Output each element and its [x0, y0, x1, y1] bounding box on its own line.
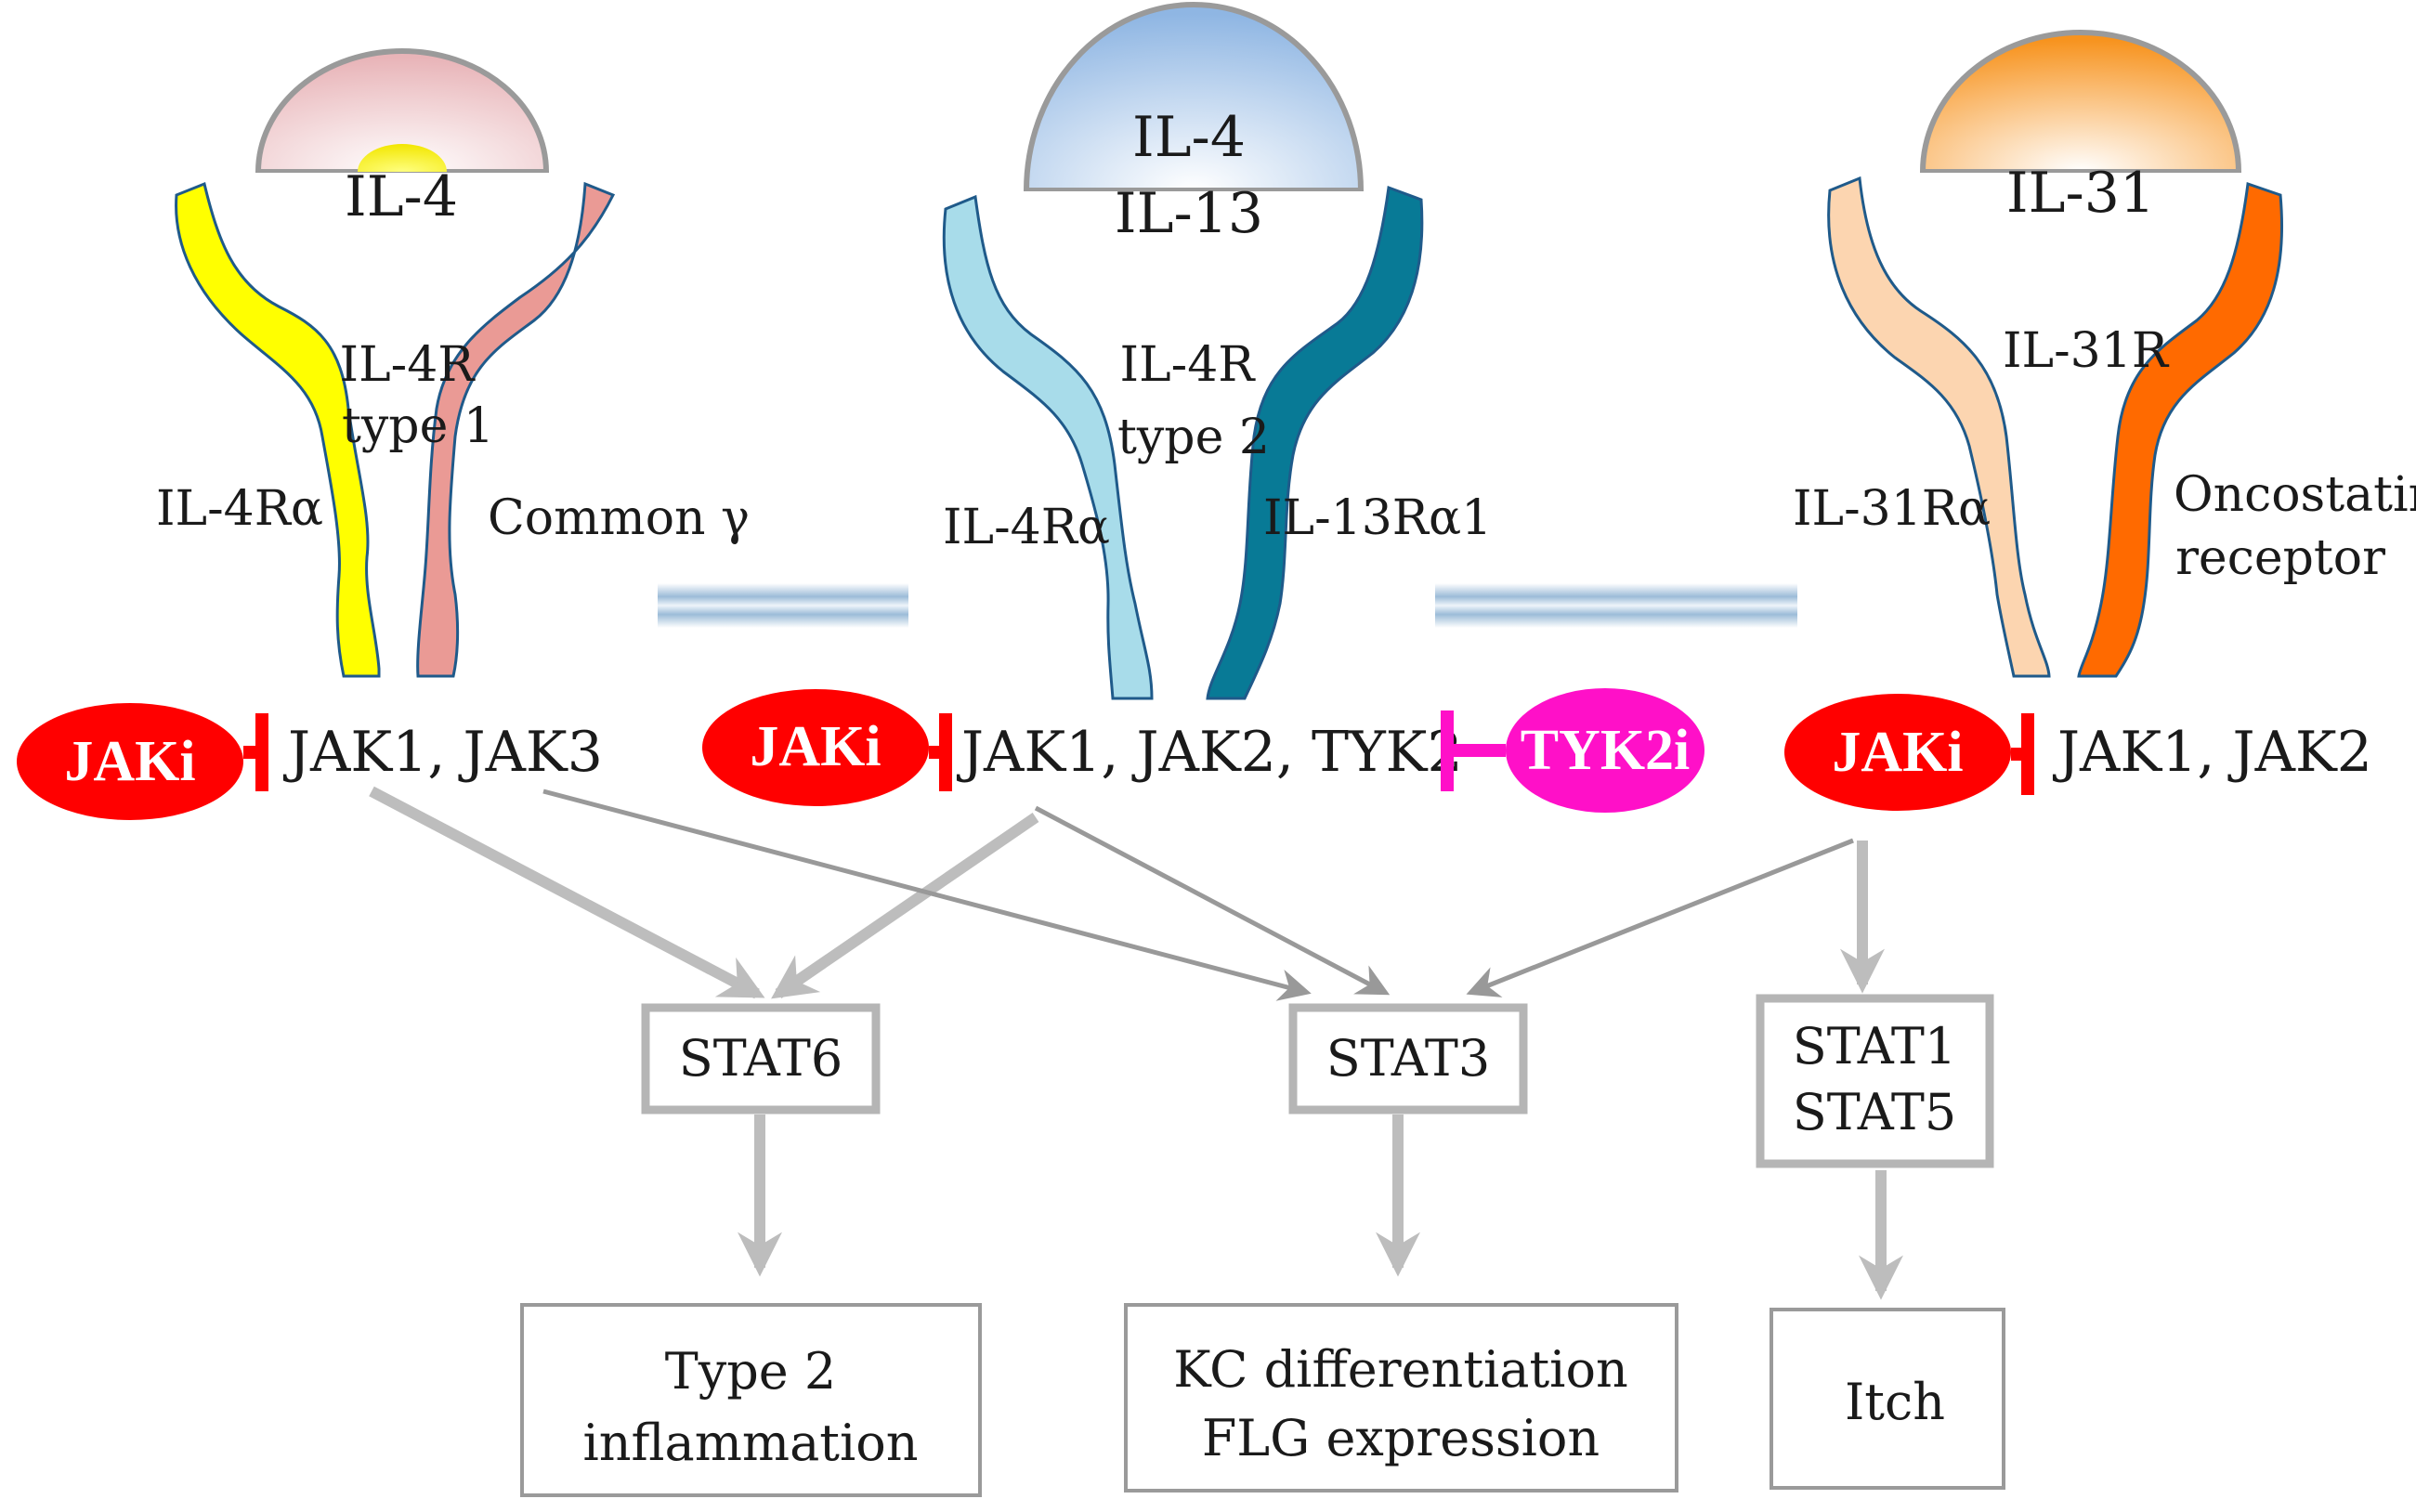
jak-label-type1: JAK1, JAK3	[282, 720, 603, 785]
svg-text:JAKi: JAKi	[64, 730, 195, 793]
complex-label-type2: type 2	[1117, 410, 1270, 465]
inhibition-bar	[1441, 710, 1506, 791]
il31ra-chain	[1827, 176, 2051, 678]
jaki-inhibitor-3: JAKi	[1784, 694, 2034, 811]
svg-text:Type 2: Type 2	[665, 1342, 837, 1401]
arrow-il31-to-stat3	[1466, 838, 1854, 997]
ligand-label-il31: IL-31	[2006, 161, 2155, 226]
jak-label-il31r: JAK1, JAK2	[2052, 720, 2372, 785]
arrow-type2-to-stat3	[1034, 805, 1391, 996]
chain-label-osmr-line2: receptor	[2175, 530, 2385, 586]
ligand-label-il13-line2: IL-13	[1115, 181, 1263, 246]
ligand-label-il4: IL-4	[345, 164, 458, 229]
membrane-segment-right	[1435, 583, 1797, 628]
signal-arrows	[369, 786, 1903, 1300]
membrane-segment-left	[658, 583, 908, 628]
stat3-box: STAT3	[1288, 1003, 1528, 1114]
ligand-label-il4-line1: IL-4	[1132, 105, 1246, 170]
ligand-il31	[1867, 30, 2294, 228]
chain-label-il4ra-2: IL-4Rα	[943, 500, 1110, 555]
il4ra-chain-type2	[942, 194, 1154, 700]
jak-label-type2: JAK1, JAK2, TYK2	[956, 720, 1463, 785]
il4ra-chain-type1	[175, 181, 381, 678]
outcome-type2-inflammation: Type 2 inflammation	[520, 1303, 982, 1497]
inhibition-bar	[929, 713, 952, 791]
svg-text:STAT5: STAT5	[1793, 1083, 1956, 1141]
common-gamma-chain	[416, 181, 616, 678]
outcome-kc-differentiation: KC differentiation FLG expression	[1124, 1303, 1678, 1492]
osmr-chain	[2077, 181, 2284, 678]
chain-label-il31ra: IL-31Rα	[1793, 481, 1991, 537]
svg-text:STAT3: STAT3	[1326, 1029, 1490, 1088]
complex-label-type1: type 1	[342, 398, 494, 454]
svg-text:KC differentiation: KC differentiation	[1173, 1340, 1628, 1399]
chain-label-osmr-line1: Oncostatin M	[2174, 467, 2416, 523]
il13ra1-chain	[1206, 185, 1424, 700]
jaki-inhibitor-2: JAKi	[702, 689, 952, 806]
svg-text:JAKi: JAKi	[1832, 721, 1963, 784]
stat1-stat5-box: STAT1 STAT5	[1756, 994, 1994, 1168]
chain-label-common-gamma: Common γ	[488, 490, 750, 546]
complex-label-il4r: IL-4R	[340, 337, 477, 393]
outcome-itch: Itch	[1770, 1308, 2005, 1490]
arrow-type2-to-stat6	[771, 813, 1039, 999]
svg-text:STAT6: STAT6	[679, 1029, 842, 1088]
chain-label-il13ra1: IL-13Rα1	[1263, 490, 1492, 546]
tyk2i-inhibitor: TYK2i	[1441, 688, 1704, 813]
complex-label-il4r-2: IL-4R	[1120, 337, 1257, 393]
svg-text:TYK2i: TYK2i	[1521, 719, 1691, 782]
chain-label-il4ra-1: IL-4Rα	[156, 481, 323, 537]
inhibition-bar	[243, 713, 268, 791]
ligand-il4	[186, 48, 594, 219]
ligand-il4-il13	[966, 2, 1412, 247]
inhibition-bar	[2011, 713, 2034, 795]
svg-text:FLG expression: FLG expression	[1202, 1409, 1600, 1467]
svg-text:Itch: Itch	[1845, 1373, 1945, 1431]
jaki-inhibitor-1: JAKi	[17, 703, 268, 820]
svg-text:inflammation: inflammation	[582, 1414, 918, 1472]
svg-text:STAT1: STAT1	[1793, 1017, 1956, 1075]
stat6-box: STAT6	[641, 1003, 881, 1114]
arrow-jak3-to-stat3	[542, 789, 1312, 1001]
svg-text:JAKi: JAKi	[750, 715, 881, 778]
arrow-jak13-to-stat6	[369, 786, 765, 999]
complex-label-il31r: IL-31R	[2003, 323, 2170, 379]
